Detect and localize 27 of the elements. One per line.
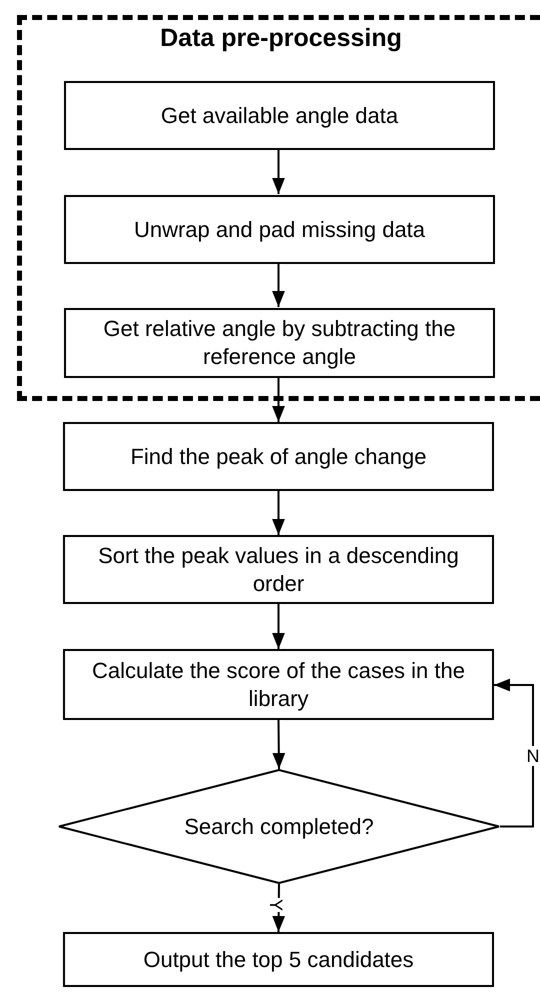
step-text: Get relative angle by subtracting the reference angle <box>102 315 457 371</box>
decision-diamond <box>58 769 500 884</box>
step-text: Output the top 5 candidates <box>142 946 415 974</box>
edge-label: N <box>526 746 540 766</box>
arrow <box>272 604 285 649</box>
arrow <box>272 491 285 535</box>
process-box <box>63 649 494 720</box>
arrow <box>272 149 285 194</box>
step-text: Get available angle data <box>160 102 400 130</box>
decision-text: Search completed? <box>183 812 375 840</box>
step-text: Find the peak of angle change <box>129 442 428 470</box>
arrow <box>494 678 534 828</box>
process-box <box>63 422 494 491</box>
process-box <box>64 195 495 264</box>
step-text: Unwrap and pad missing data <box>132 216 426 244</box>
arrow <box>272 377 285 422</box>
process-box <box>63 932 494 987</box>
process-box <box>64 308 495 378</box>
dashed-group-frame <box>17 15 540 401</box>
process-box <box>64 81 495 150</box>
group-title: Data pre-processing <box>159 24 403 52</box>
arrow <box>272 263 285 307</box>
process-box <box>63 535 494 604</box>
arrow <box>272 720 286 770</box>
step-text: Calculate the score of the cases in the library <box>91 656 466 712</box>
arrow <box>272 884 286 932</box>
step-text: Sort the peak values in a descending order <box>97 542 460 598</box>
